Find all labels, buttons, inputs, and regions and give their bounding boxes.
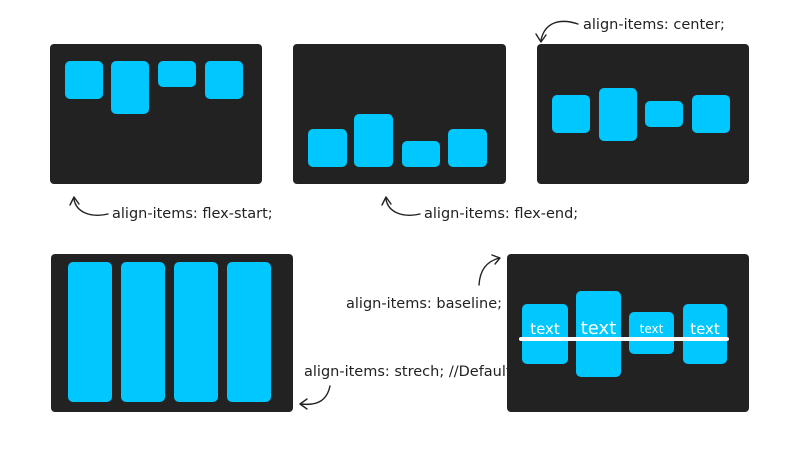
flex-item: [205, 61, 243, 99]
flex-item: [692, 95, 730, 133]
caption-stretch: align-items: strech; //Default: [304, 364, 512, 380]
flex-item: [68, 262, 112, 402]
flex-item: [645, 101, 683, 127]
flex-item: [308, 129, 347, 167]
flex-item: [227, 262, 271, 402]
flex-item: [111, 61, 149, 114]
panel-center: [537, 44, 749, 184]
flex-item: [65, 61, 103, 99]
flex-item: text: [576, 291, 621, 377]
item-text: text: [580, 318, 617, 339]
flex-item: [402, 141, 440, 167]
baseline-line: [519, 337, 729, 341]
flex-item: [599, 88, 637, 141]
flex-item: text: [629, 312, 674, 354]
caption-flex-start: align-items: flex-start;: [112, 206, 273, 222]
flex-item: [158, 61, 196, 87]
flex-item: text: [683, 304, 727, 364]
caption-flex-end: align-items: flex-end;: [424, 206, 579, 222]
flex-item: [354, 114, 393, 167]
item-text: text: [690, 320, 720, 338]
caption-baseline: align-items: baseline;: [346, 296, 502, 312]
item-text: text: [530, 320, 560, 338]
flex-item: text: [522, 304, 568, 364]
item-text: text: [639, 322, 664, 336]
flex-item: [552, 95, 590, 133]
flex-item: [174, 262, 218, 402]
flex-item: [121, 262, 165, 402]
caption-center: align-items: center;: [583, 17, 725, 33]
panel-baseline: text text text text: [507, 254, 749, 412]
panel-flex-start: [50, 44, 262, 184]
panel-flex-end: [293, 44, 506, 184]
flex-item: [448, 129, 487, 167]
panel-stretch: [51, 254, 293, 412]
